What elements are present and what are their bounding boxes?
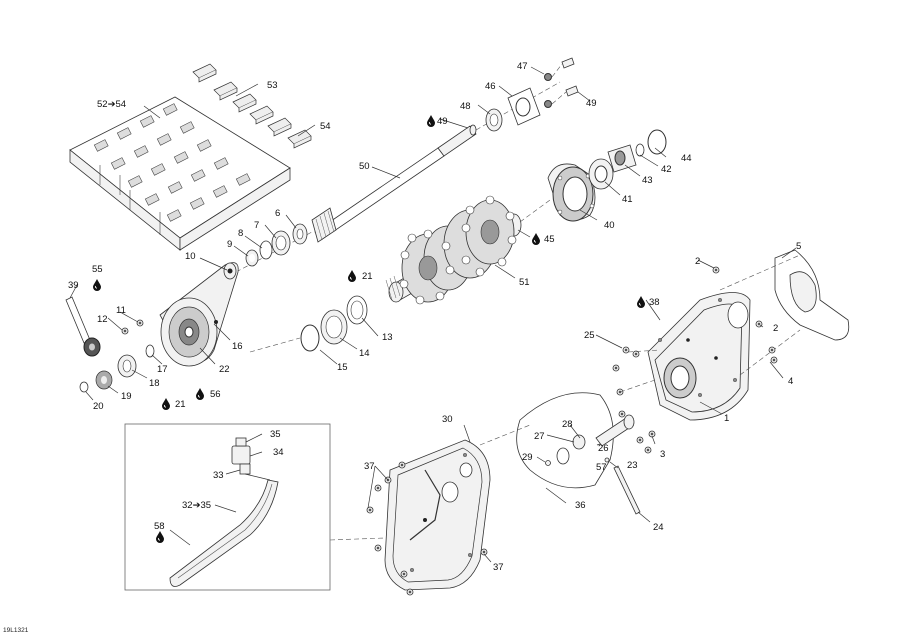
callout-14: 14 [359,348,370,359]
callout-38: 38 [649,297,660,308]
callout-26: 26 [598,443,609,454]
callout-49: 49 [586,98,597,109]
callout-3: 3 [660,449,665,460]
tensioner-parts [545,414,641,515]
callout-40: 40 [604,220,615,231]
callout-4: 4 [788,376,793,387]
callout-34: 34 [273,447,284,458]
callout-47: 47 [517,61,528,72]
seals [249,295,368,353]
loose-clips [192,63,312,149]
callout-16: 16 [232,341,243,352]
callout-15: 15 [337,362,348,373]
callout-37-top: 37 [364,461,375,472]
callout-21-bottom: 21 [175,399,186,410]
oil-drop-icon [155,530,165,544]
drive-axle-sprockets [385,195,522,305]
chaincase-arm [159,262,239,367]
callout-32-35: 32➔35 [182,500,211,511]
clip-mat-assembly [69,96,291,251]
oil-drop-icon [347,269,357,283]
callout-5: 5 [796,241,801,252]
oil-drop-icon [636,295,646,309]
oil-drop-icon [92,278,102,292]
callout-27: 27 [534,431,545,442]
tensioner-tool [65,296,101,357]
callout-41: 41 [622,194,633,205]
callout-52-54: 52➔54 [97,99,126,110]
upper-bearing-parts [485,57,579,132]
callout-7: 7 [254,220,259,231]
callout-57: 57 [596,462,607,473]
callout-11: 11 [116,305,126,316]
callout-36: 36 [575,500,586,511]
callout-6: 6 [275,208,280,219]
callout-35: 35 [270,429,281,440]
gasket [516,392,614,489]
callout-54: 54 [320,121,331,132]
oil-drop-icon [531,232,541,246]
callout-10: 10 [185,251,196,262]
callout-48: 48 [460,101,471,112]
callout-22: 22 [219,364,230,375]
callout-51: 51 [519,277,530,288]
callout-25: 25 [584,330,595,341]
callout-42: 42 [661,164,672,175]
callout-44: 44 [681,153,692,164]
callout-1: 1 [724,413,729,424]
chaincase-housing [647,292,751,421]
callout-17: 17 [157,364,168,375]
callout-58: 58 [154,521,165,532]
sprocket-plate [519,129,667,223]
chaincase-cover [329,424,531,596]
callout-21-top: 21 [362,271,373,282]
callout-33: 33 [213,470,224,481]
shaft-bearings [245,223,308,267]
callout-12: 12 [97,314,108,325]
callout-24: 24 [653,522,664,533]
callout-28: 28 [562,419,573,430]
callout-49-oil: 49 [437,116,448,127]
dipstick-inset [124,423,331,591]
callout-37-bottom: 37 [493,562,504,573]
callout-53: 53 [267,80,278,91]
oil-drop-icon [161,397,171,411]
callout-9: 9 [227,239,232,250]
callout-2: 2 [773,323,778,334]
oil-drop-icon [426,114,436,128]
callout-55: 55 [92,264,103,275]
callout-20: 20 [93,401,104,412]
callout-39: 39 [68,280,79,291]
callout-23: 23 [627,460,638,471]
oil-drop-icon [195,387,205,401]
callout-56: 56 [210,389,221,400]
callout-43: 43 [642,175,653,186]
callout-29: 29 [522,452,533,463]
outer-plate [719,249,850,376]
callout-19: 19 [121,391,132,402]
callout-45: 45 [544,234,555,245]
drawing-code: 19L1321 [3,627,29,634]
drive-shaft [235,81,561,273]
callout-30: 30 [442,414,453,425]
callout-labels: 1 2 2 3 4 5 6 7 8 9 10 11 12 13 14 15 16… [68,61,801,573]
callout-18: 18 [149,378,160,389]
callout-8: 8 [238,228,243,239]
small-parts-left [79,319,155,393]
callout-13: 13 [382,332,393,343]
housing-bolts [612,266,778,454]
leader-lines [69,66,797,563]
callout-50: 50 [359,161,370,172]
callout-46: 46 [485,81,496,92]
callout-2: 2 [695,256,700,267]
